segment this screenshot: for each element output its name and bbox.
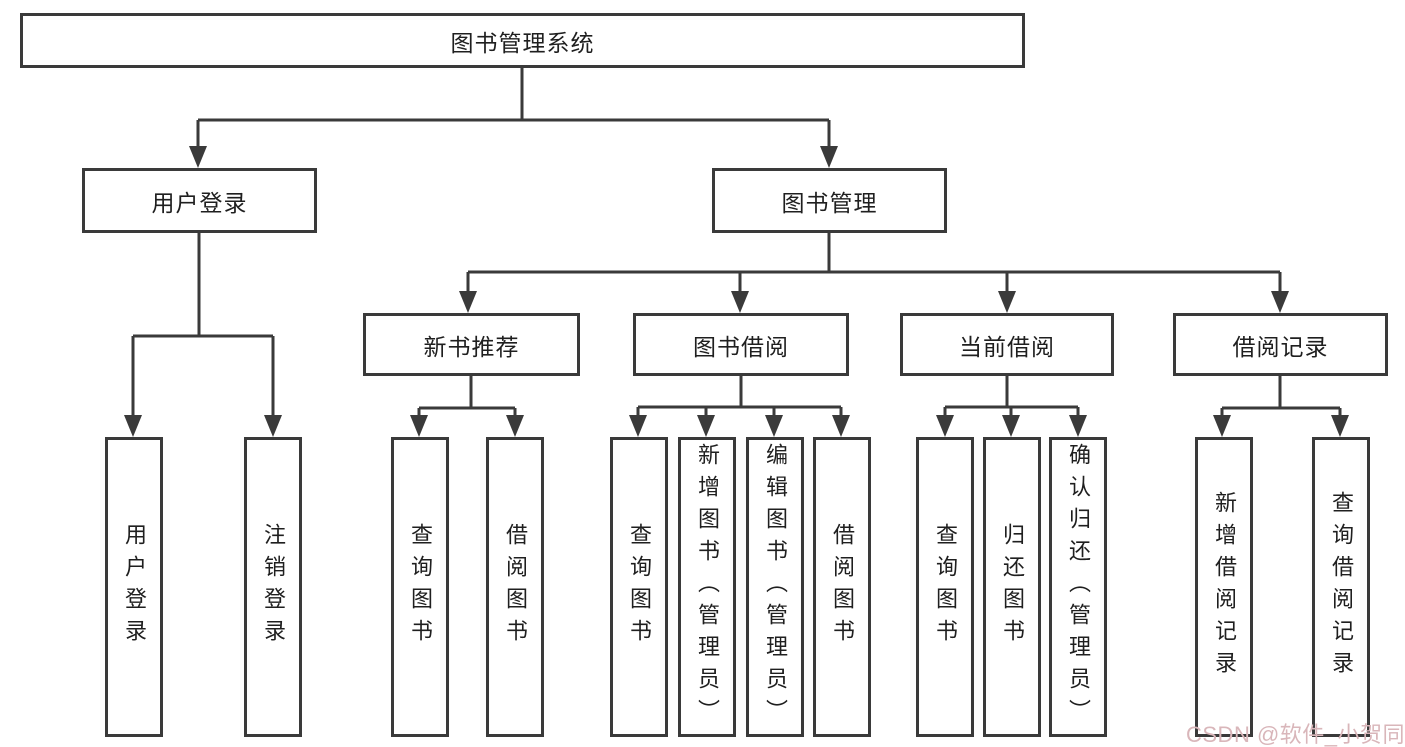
node-cb-query-books: 查询图书 bbox=[916, 437, 974, 737]
csdn-watermark: CSDN @软件_小贺同学 bbox=[1186, 722, 1405, 747]
node-book-borrowing: 图书借阅 bbox=[633, 313, 849, 376]
connector-book-borrowing-split bbox=[629, 376, 850, 437]
arrowhead bbox=[410, 415, 428, 437]
arrowhead bbox=[459, 291, 477, 313]
arrowhead bbox=[1002, 415, 1020, 437]
connector-book-management-split bbox=[459, 233, 1289, 313]
arrowhead bbox=[936, 415, 954, 437]
node-user-login: 用户登录 bbox=[82, 168, 317, 233]
node-nbr-borrow-books: 借阅图书 bbox=[486, 437, 544, 737]
arrowhead bbox=[765, 415, 783, 437]
node-bb-edit-books: 编辑图书（管理员） bbox=[746, 437, 804, 737]
node-leaf-logout: 注销登录 bbox=[244, 437, 302, 737]
arrowhead bbox=[506, 415, 524, 437]
node-cb-return-books: 归还图书 bbox=[983, 437, 1041, 737]
node-br-query-record: 查询借阅记录 bbox=[1312, 437, 1370, 737]
node-current-borrowing: 当前借阅 bbox=[900, 313, 1114, 376]
arrowhead bbox=[1213, 415, 1231, 437]
node-nbr-query-books: 查询图书 bbox=[391, 437, 449, 737]
arrowhead bbox=[832, 415, 850, 437]
arrowhead bbox=[820, 146, 838, 168]
connector-borrowing-records-split bbox=[1213, 376, 1349, 437]
node-borrowing-records: 借阅记录 bbox=[1173, 313, 1388, 376]
arrowhead bbox=[124, 415, 142, 437]
node-cb-confirm-return: 确认归还（管理员） bbox=[1049, 437, 1107, 737]
arrowhead bbox=[264, 415, 282, 437]
connector-user-login-split bbox=[124, 233, 282, 437]
connector-new-book-recommend-split bbox=[410, 376, 524, 437]
arrowhead bbox=[731, 291, 749, 313]
node-bb-borrow-books: 借阅图书 bbox=[813, 437, 871, 737]
arrowhead bbox=[697, 415, 715, 437]
arrowhead bbox=[189, 146, 207, 168]
arrowhead bbox=[629, 415, 647, 437]
arrowhead bbox=[1069, 415, 1087, 437]
node-book-management: 图书管理 bbox=[712, 168, 947, 233]
connector-current-borrowing-split bbox=[936, 376, 1087, 437]
node-br-add-record: 新增借阅记录 bbox=[1195, 437, 1253, 737]
connector-root-split bbox=[189, 68, 838, 168]
node-leaf-user-login: 用户登录 bbox=[105, 437, 163, 737]
node-new-book-recommend: 新书推荐 bbox=[363, 313, 580, 376]
node-bb-query-books: 查询图书 bbox=[610, 437, 668, 737]
arrowhead bbox=[1271, 291, 1289, 313]
arrowhead bbox=[998, 291, 1016, 313]
node-root: 图书管理系统 bbox=[20, 13, 1025, 68]
arrowhead bbox=[1331, 415, 1349, 437]
node-bb-add-books: 新增图书（管理员） bbox=[678, 437, 736, 737]
